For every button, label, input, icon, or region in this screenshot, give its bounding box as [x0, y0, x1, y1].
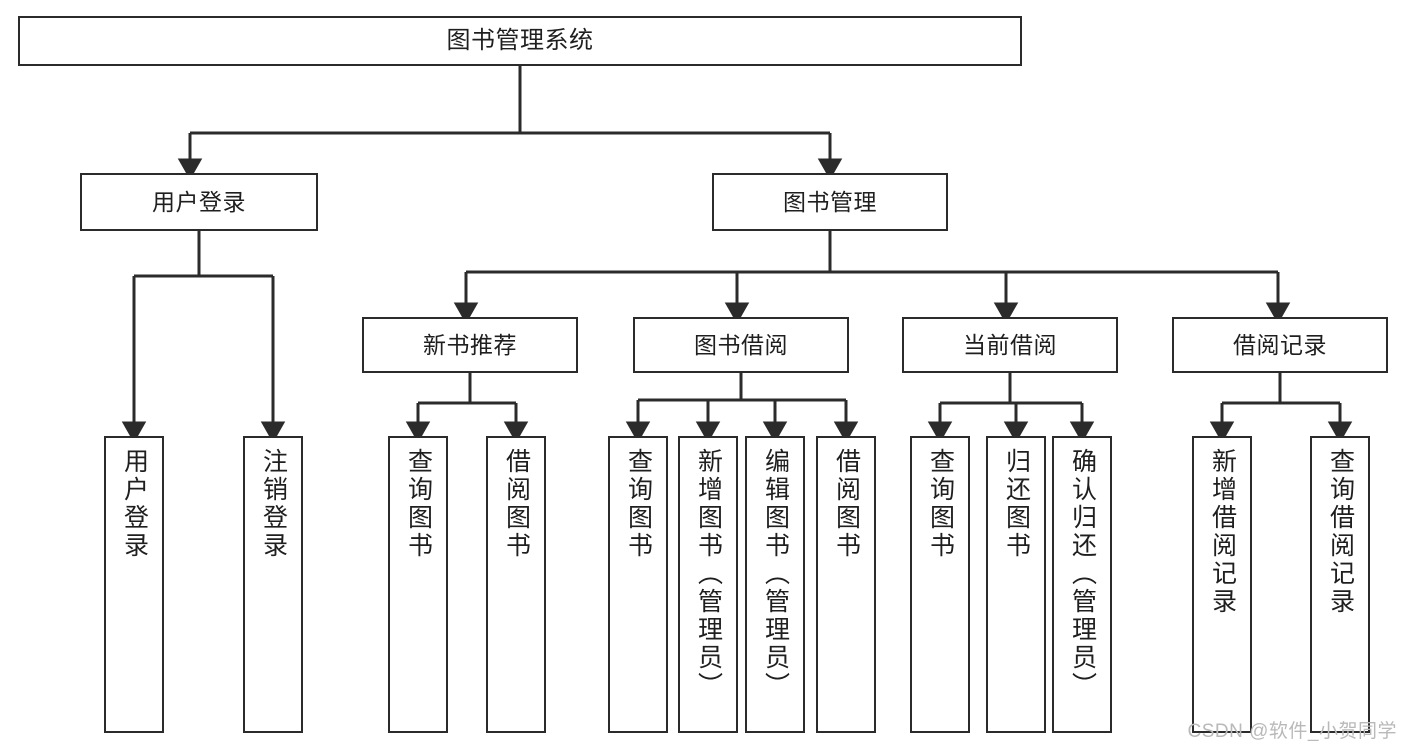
- watermark-text: CSDN @软件_小贺同学: [1187, 721, 1397, 742]
- node-leaf-query-book-current[interactable]: 查询图书: [910, 436, 970, 733]
- node-leaf-add-borrow-record-label: 新增借阅记录: [1208, 448, 1237, 616]
- node-leaf-query-book-new-label: 查询图书: [404, 448, 433, 560]
- node-leaf-edit-book-admin-label: 编辑图书（管理员）: [761, 448, 790, 700]
- node-book-borrow[interactable]: 图书借阅: [633, 317, 849, 373]
- node-leaf-borrow-book[interactable]: 借阅图书: [816, 436, 876, 733]
- node-leaf-query-borrow-record-label: 查询借阅记录: [1326, 448, 1355, 616]
- node-leaf-user-login[interactable]: 用户登录: [104, 436, 164, 733]
- node-leaf-add-borrow-record[interactable]: 新增借阅记录: [1192, 436, 1252, 733]
- node-leaf-add-book-admin-label: 新增图书（管理员）: [694, 448, 723, 700]
- node-leaf-borrow-book-new-label: 借阅图书: [502, 448, 531, 560]
- node-leaf-return-book-label: 归还图书: [1002, 448, 1031, 560]
- node-book-management[interactable]: 图书管理: [712, 173, 948, 231]
- node-leaf-user-login-label: 用户登录: [120, 448, 149, 560]
- node-current-borrow[interactable]: 当前借阅: [902, 317, 1118, 373]
- node-root[interactable]: 图书管理系统: [18, 16, 1022, 66]
- node-borrow-record-label: 借阅记录: [1233, 331, 1327, 358]
- node-leaf-query-book-borrow[interactable]: 查询图书: [608, 436, 668, 733]
- node-borrow-record[interactable]: 借阅记录: [1172, 317, 1388, 373]
- node-leaf-query-book-new[interactable]: 查询图书: [388, 436, 448, 733]
- node-current-borrow-label: 当前借阅: [963, 331, 1057, 358]
- node-user-login-label: 用户登录: [152, 188, 246, 215]
- node-leaf-confirm-return-admin[interactable]: 确认归还（管理员）: [1052, 436, 1112, 733]
- node-leaf-query-book-borrow-label: 查询图书: [624, 448, 653, 560]
- node-leaf-borrow-book-label: 借阅图书: [832, 448, 861, 560]
- node-leaf-return-book[interactable]: 归还图书: [986, 436, 1046, 733]
- node-leaf-add-book-admin[interactable]: 新增图书（管理员）: [678, 436, 738, 733]
- node-leaf-user-logout-label: 注销登录: [259, 448, 288, 560]
- node-leaf-query-borrow-record[interactable]: 查询借阅记录: [1310, 436, 1370, 733]
- node-leaf-borrow-book-new[interactable]: 借阅图书: [486, 436, 546, 733]
- node-root-label: 图书管理系统: [446, 27, 594, 55]
- node-new-book-recommend[interactable]: 新书推荐: [362, 317, 578, 373]
- node-leaf-confirm-return-admin-label: 确认归还（管理员）: [1068, 448, 1097, 700]
- node-leaf-user-logout[interactable]: 注销登录: [243, 436, 303, 733]
- node-user-login[interactable]: 用户登录: [80, 173, 318, 231]
- node-book-management-label: 图书管理: [783, 188, 877, 215]
- node-book-borrow-label: 图书借阅: [694, 331, 788, 358]
- node-leaf-query-book-current-label: 查询图书: [926, 448, 955, 560]
- node-new-book-recommend-label: 新书推荐: [423, 331, 517, 358]
- node-leaf-edit-book-admin[interactable]: 编辑图书（管理员）: [745, 436, 805, 733]
